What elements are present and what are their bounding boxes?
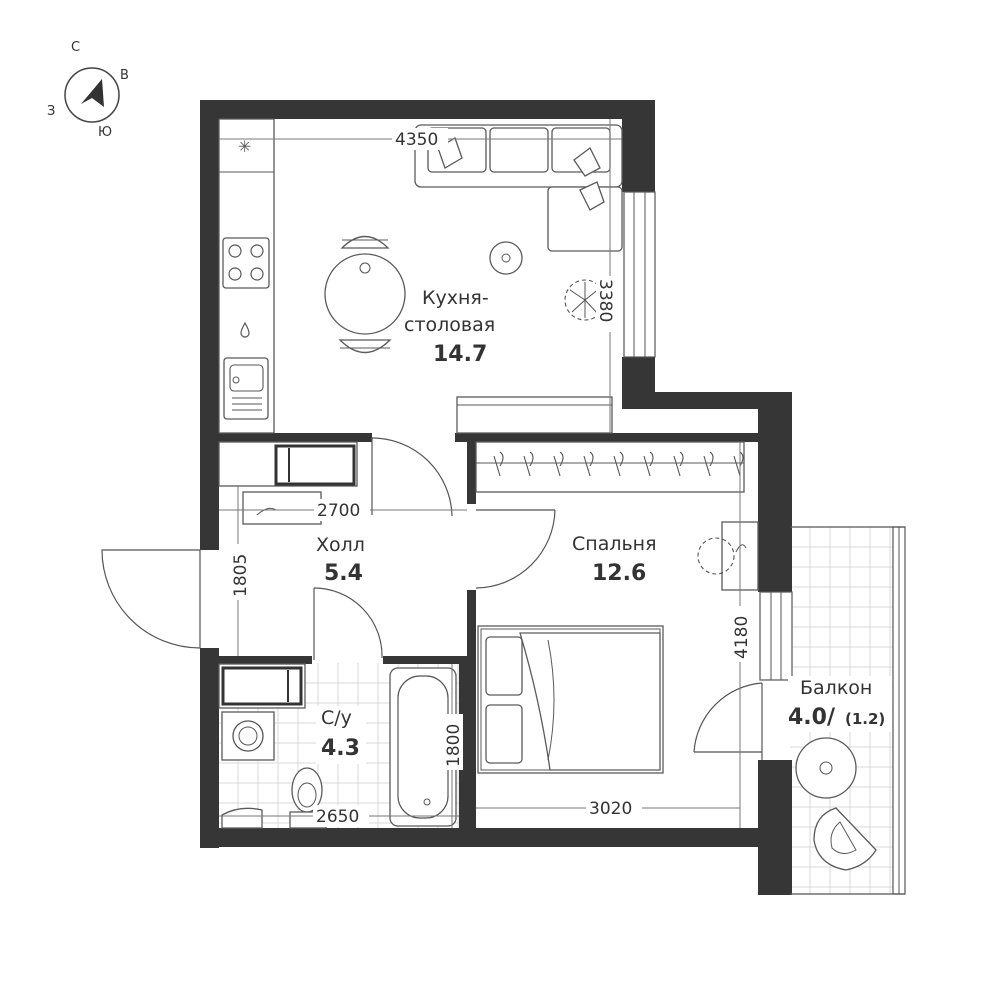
hall-shoe-bench (242, 491, 322, 525)
balcony-area: 4.0/ (788, 705, 836, 730)
balcony-railing (790, 526, 906, 895)
kitchen-name-line2: столовая (404, 314, 495, 336)
water-drop-icon (240, 321, 250, 338)
dim-kitchen-depth: 3380 (595, 279, 615, 322)
dim-bathroom-width: 2650 (316, 807, 359, 827)
balcony-armchair (813, 807, 877, 871)
hanger-icon (703, 451, 714, 477)
north-arrow-icon (81, 79, 104, 107)
bed (477, 625, 664, 774)
compass-north: С (71, 40, 80, 55)
kitchen-area: 14.7 (433, 342, 487, 367)
dim-hall-width: 2700 (317, 501, 360, 521)
bedroom-name: Спальня (572, 533, 657, 555)
balcony-label: Балкон 4.0/ (1.2) (788, 676, 892, 732)
hanger-icon (673, 451, 684, 477)
dim-bathroom-depth: 1800 (444, 724, 464, 767)
bedroom-vanity (697, 521, 759, 591)
hall-area: 5.4 (324, 561, 363, 586)
kitchen-label: Кухня- столовая 14.7 (404, 287, 495, 367)
kitchen-window (623, 191, 656, 358)
balcony-area-reduced: (1.2) (845, 710, 885, 728)
dimension-labels: 4350 3380 2700 1805 3020 4180 2650 1800 (230, 128, 752, 827)
balcony-table (795, 737, 857, 799)
walls (200, 100, 792, 895)
hanger-icon (523, 451, 534, 477)
coffee-table (489, 241, 523, 275)
hall-name: Холл (316, 534, 365, 556)
bedroom-door (475, 509, 556, 589)
tv-stand (456, 396, 613, 434)
hall-wardrobe (218, 441, 358, 487)
bathroom-name: С/у (321, 707, 352, 729)
entrance-door (101, 549, 201, 649)
washing-machine-icon (221, 711, 275, 761)
bedroom-wardrobe (475, 441, 745, 493)
dining-table (324, 235, 406, 354)
hall-label: Холл 5.4 (316, 534, 365, 586)
stove-icon (222, 237, 270, 289)
hanger-icon (583, 451, 594, 477)
dim-bedroom-width: 3020 (589, 799, 632, 819)
bathroom-sink-icon (221, 807, 263, 829)
hanger-icon (613, 451, 624, 477)
bathroom-door (313, 587, 383, 660)
dim-kitchen-width: 4350 (395, 130, 438, 150)
hanger-icon (643, 451, 654, 477)
kitchen-sink-icon (223, 357, 269, 420)
dim-hall-depth: 1805 (231, 554, 251, 597)
bedroom-area: 12.6 (592, 561, 646, 586)
svg-text:✳: ✳ (238, 137, 251, 156)
bedroom-window (759, 591, 793, 681)
dim-bedroom-depth: 4180 (732, 616, 752, 659)
kitchen-door (371, 437, 453, 517)
hanger-icon (733, 451, 744, 477)
compass-east: В (120, 68, 129, 83)
bedroom-label: Спальня 12.6 (572, 533, 657, 586)
balcony-name: Балкон (800, 677, 872, 699)
bathroom-area: 4.3 (321, 736, 360, 761)
kitchen-name-line1: Кухня- (422, 287, 489, 309)
bathroom-cabinet (218, 663, 306, 709)
compass-south: Ю (98, 125, 112, 140)
hanger-icon (553, 451, 564, 477)
bathroom-label: С/у 4.3 (316, 706, 366, 764)
compass-west: З (47, 104, 55, 119)
compass: С В Ю З (47, 40, 129, 140)
balcony-door (693, 682, 763, 760)
hanger-icon (493, 451, 504, 477)
